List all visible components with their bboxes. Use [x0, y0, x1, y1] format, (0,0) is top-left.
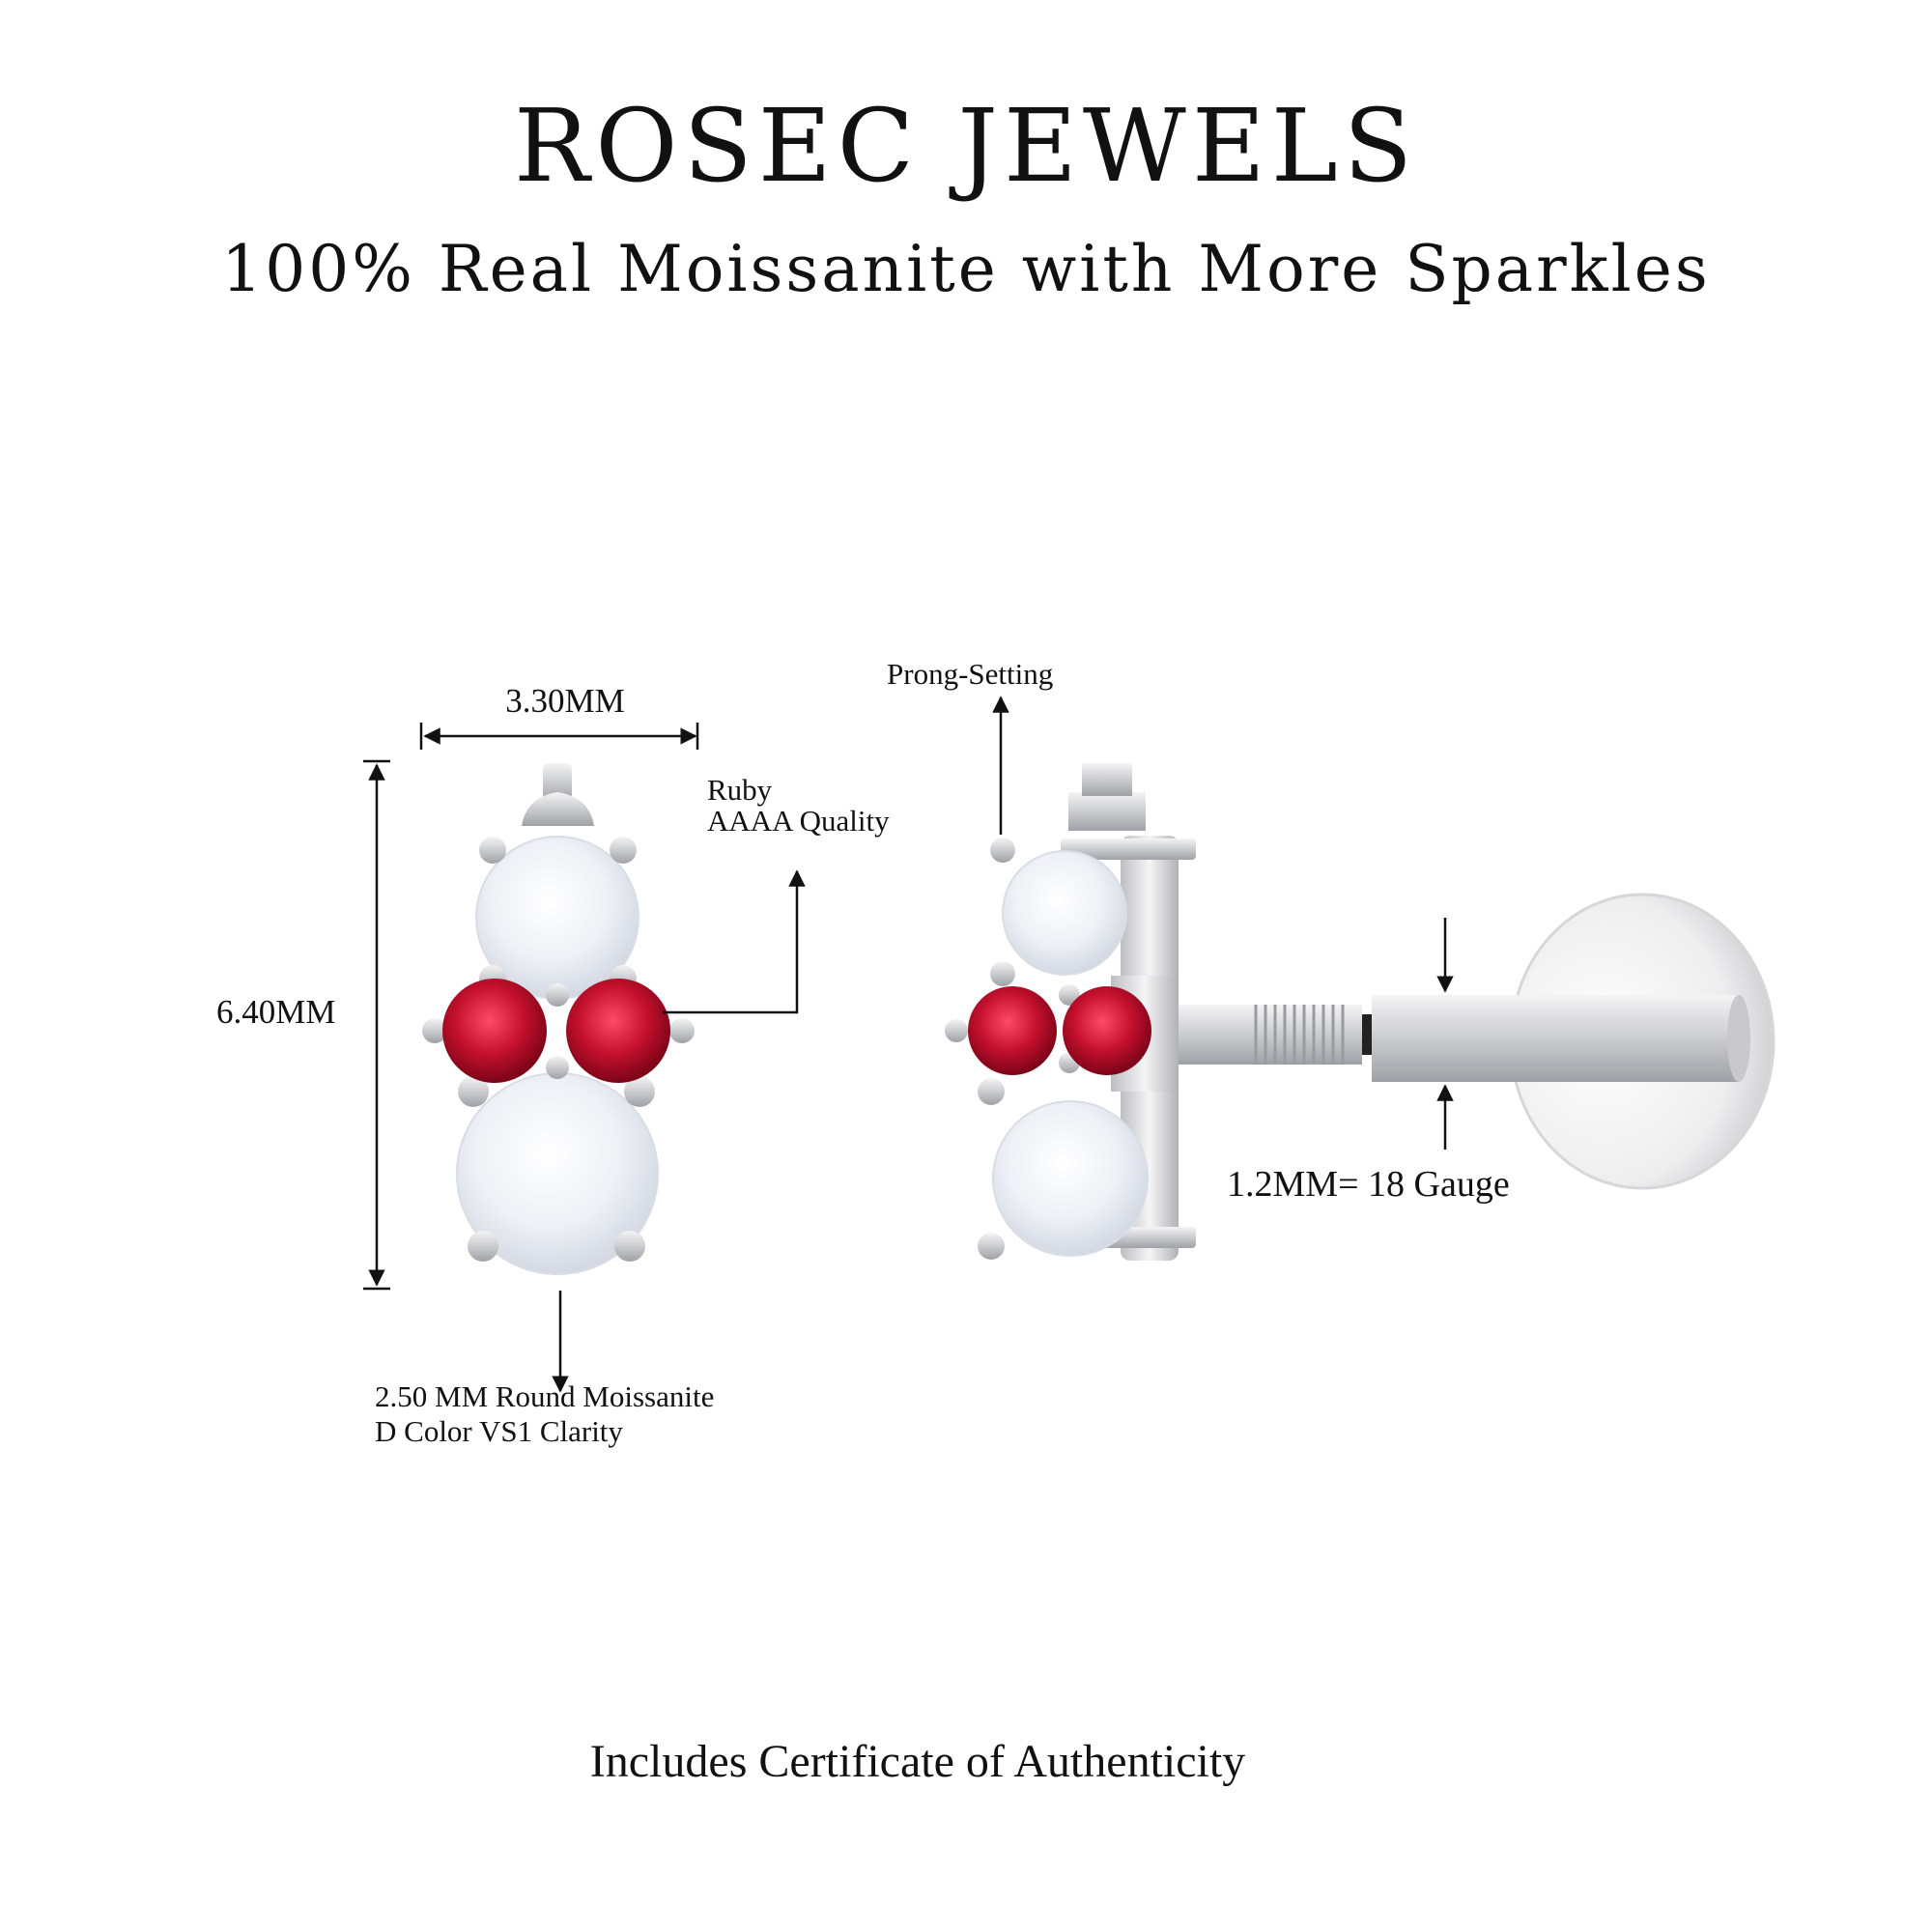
- side-view-stud: [945, 763, 1776, 1261]
- side-upper-moissanite: [1002, 850, 1127, 976]
- barbell-shaft: [1372, 995, 1739, 1082]
- certificate-note: Includes Certificate of Authenticity: [589, 1736, 1246, 1787]
- ruby-left: [442, 979, 547, 1083]
- moissanite-label-line2: D Color VS1 Clarity: [375, 1414, 623, 1448]
- prong-setting-label: Prong-Setting: [887, 657, 1054, 691]
- moissanite-label-line1: 2.50 MM Round Moissanite: [375, 1379, 715, 1413]
- front-view-stud: [422, 763, 695, 1275]
- ruby-label-line2: AAAA Quality: [707, 804, 890, 838]
- ruby-right: [566, 979, 670, 1083]
- threaded-post: [1159, 1005, 1362, 1065]
- height-dimension-label: 6.40MM: [216, 993, 336, 1031]
- width-dimension-label: 3.30MM: [505, 682, 625, 720]
- side-lower-moissanite: [992, 1100, 1149, 1257]
- side-ruby-right: [1063, 986, 1151, 1075]
- front-view-dimensions: [363, 723, 806, 1393]
- ruby-label-line1: Ruby: [707, 773, 773, 807]
- tagline: 100% Real Moissanite with More Sparkles: [221, 232, 1711, 306]
- side-view-dimensions: [992, 696, 1454, 1150]
- side-ruby-left: [968, 986, 1057, 1075]
- brand-title: ROSEC JEWELS: [513, 87, 1419, 205]
- gauge-label: 1.2MM= 18 Gauge: [1227, 1164, 1510, 1205]
